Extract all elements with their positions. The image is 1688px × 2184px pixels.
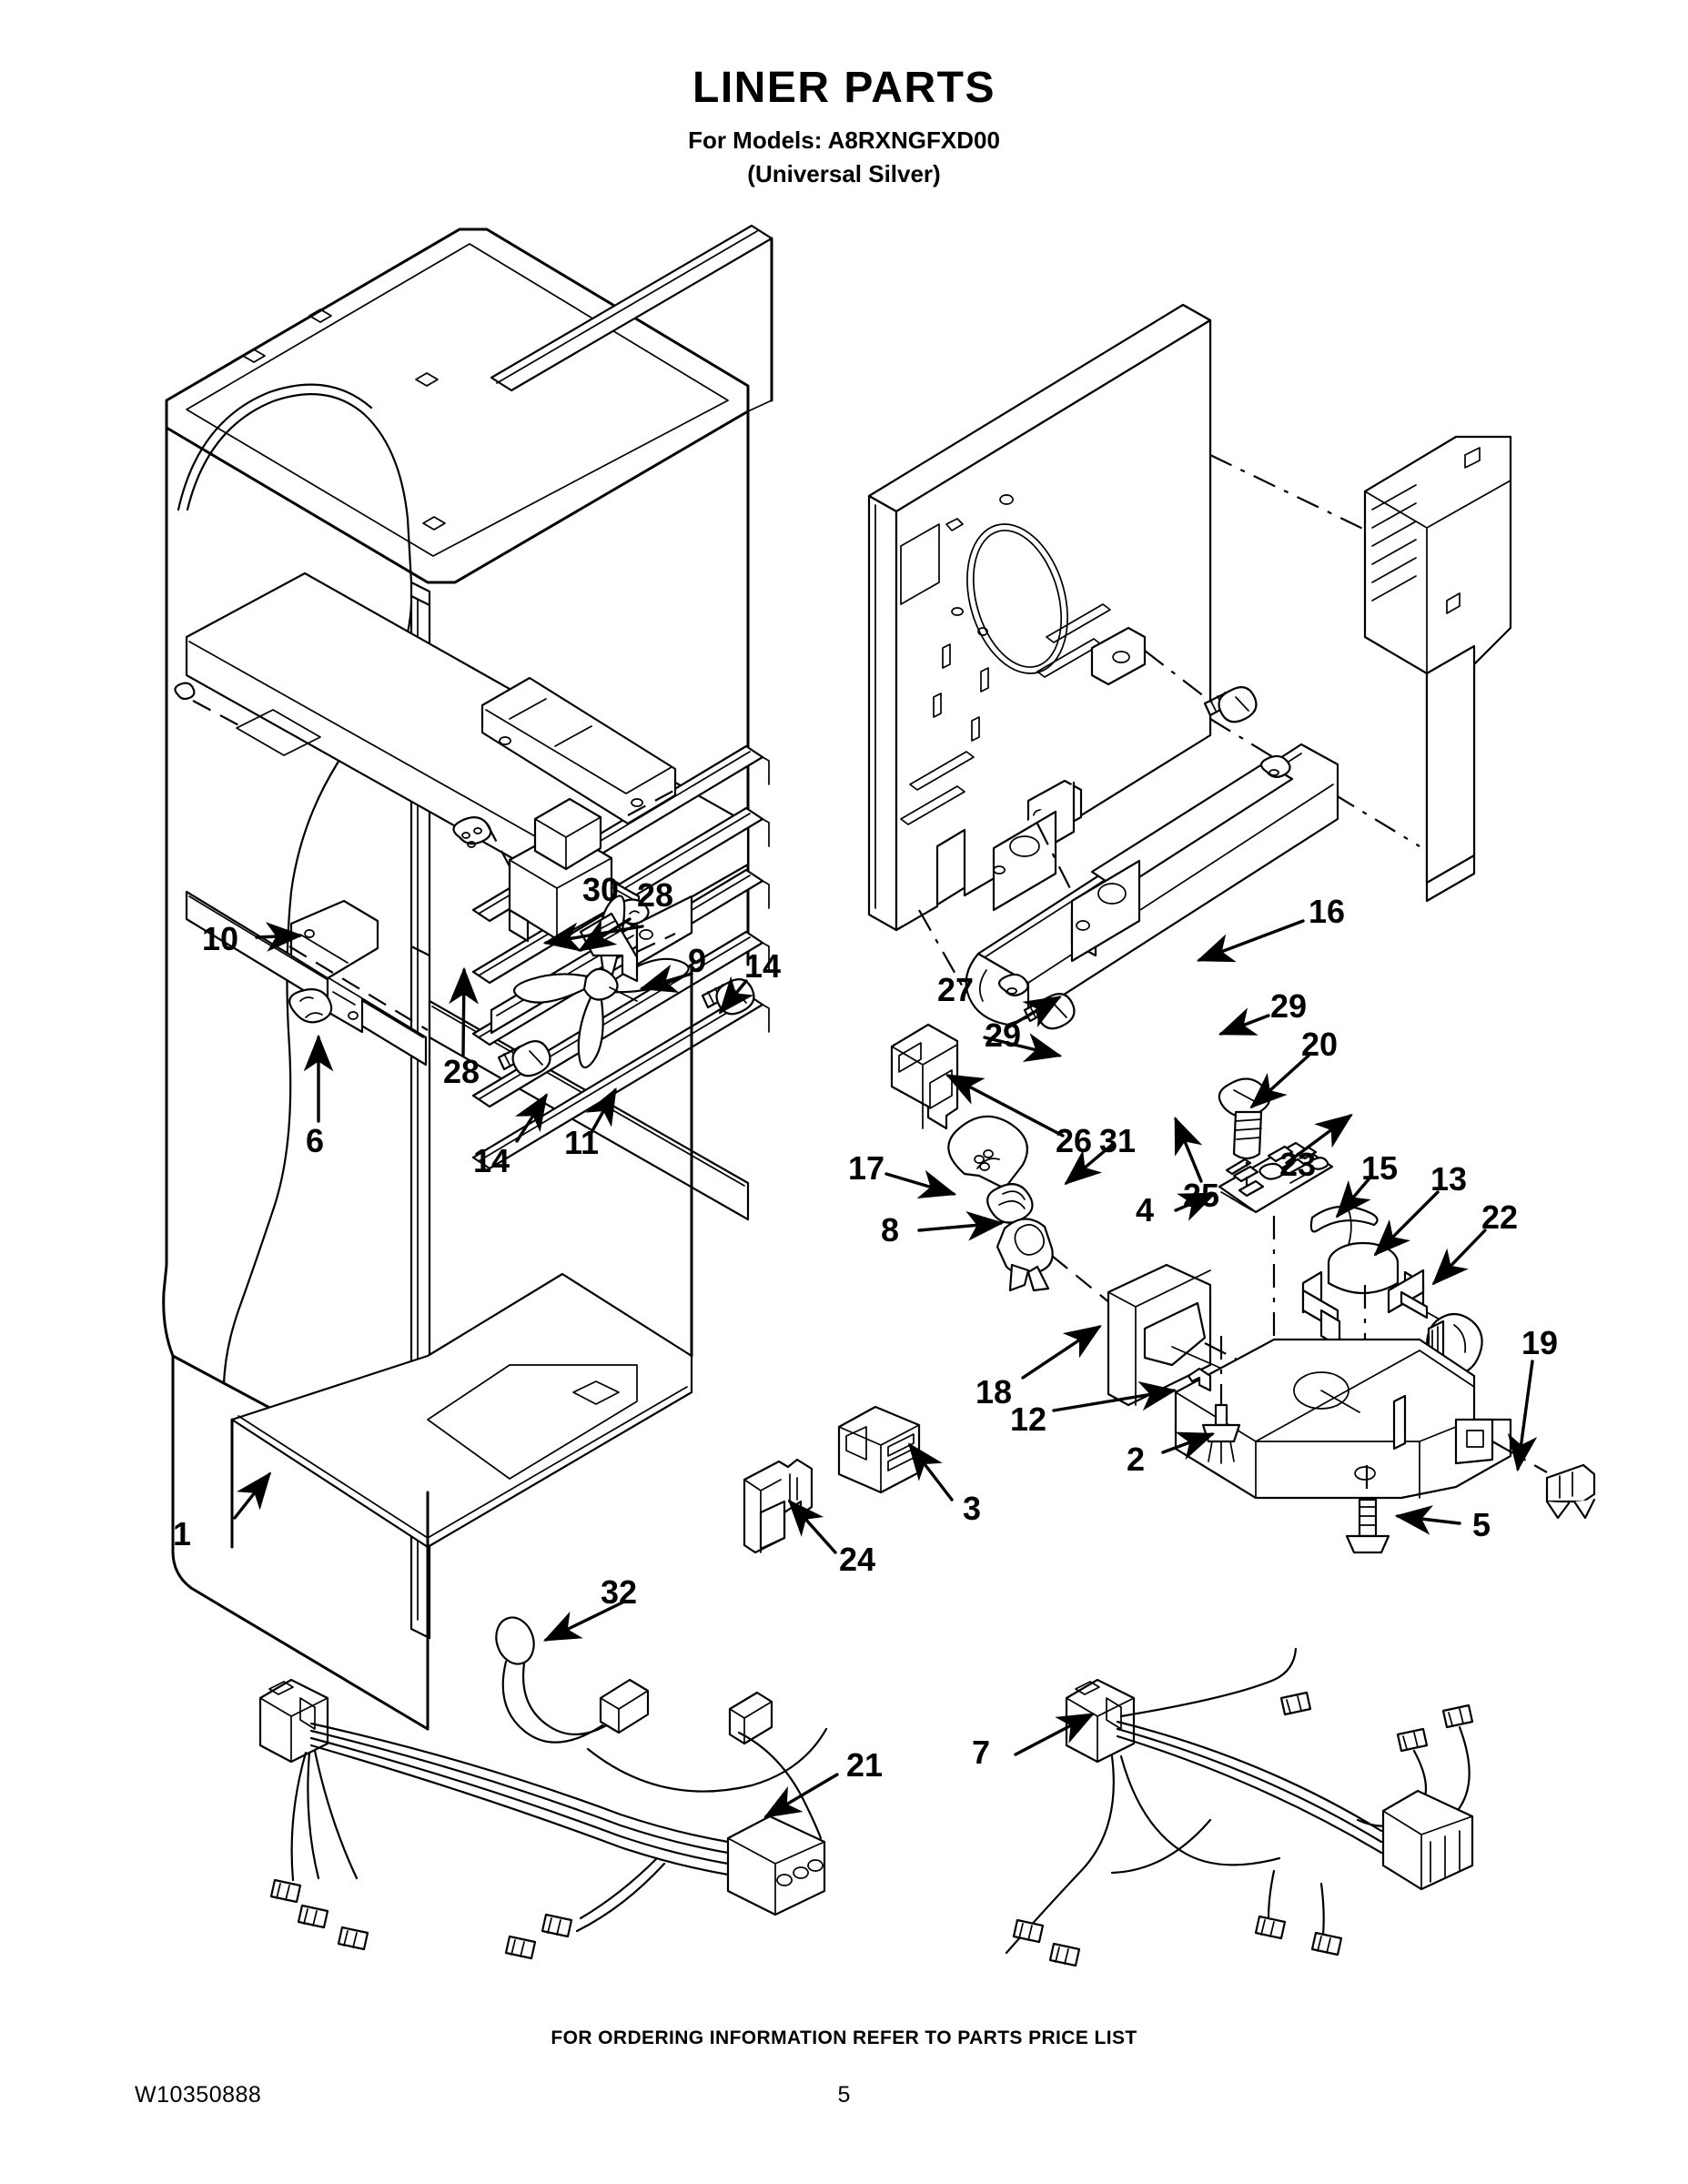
part-3-terminal-block	[837, 1405, 921, 1494]
screw-29-upper	[1203, 686, 1258, 723]
callout-6: 6	[306, 1122, 325, 1159]
callout-3: 3	[963, 1490, 982, 1527]
part-5-hex-screw	[1345, 1498, 1390, 1554]
callout-12: 12	[1010, 1400, 1047, 1438]
ordering-info-note: FOR ORDERING INFORMATION REFER TO PARTS …	[551, 2027, 1137, 2048]
callout-29b: 29	[985, 1016, 1022, 1054]
screw-14-lower	[497, 1040, 551, 1077]
part-12-drain-pan	[1174, 1338, 1512, 1500]
callout-26: 26	[1056, 1122, 1093, 1159]
callout-19: 19	[1521, 1324, 1559, 1361]
callout-13: 13	[1430, 1160, 1468, 1198]
callout-30: 30	[582, 871, 620, 908]
callout-7: 7	[972, 1734, 991, 1771]
part-6-plug-button	[288, 987, 333, 1024]
callout-14b: 14	[473, 1142, 510, 1179]
document-code: W10350888	[135, 2082, 262, 2108]
callout-25: 25	[1183, 1177, 1220, 1214]
leader-lines-right	[542, 919, 1538, 1818]
callout-9: 9	[688, 942, 707, 979]
liner-pin	[174, 682, 245, 729]
callout-31: 31	[1099, 1122, 1137, 1159]
callout-24: 24	[839, 1541, 876, 1578]
callout-28b: 28	[443, 1053, 480, 1090]
callout-28a: 28	[637, 876, 674, 914]
part-24-relay-connector	[743, 1458, 814, 1554]
callout-32: 32	[601, 1573, 638, 1611]
page-number: 5	[837, 2082, 851, 2108]
part-27-mounting-bracket	[1070, 859, 1141, 963]
part-23-duct-cover	[1363, 435, 1512, 903]
callout-8: 8	[881, 1211, 900, 1249]
part-10-rail-bracket	[289, 899, 379, 1034]
callout-4: 4	[1136, 1191, 1155, 1228]
callout-23: 23	[1279, 1146, 1317, 1183]
part-18-lamp-housing	[1107, 1263, 1320, 1407]
callout-29a: 29	[1270, 987, 1308, 1025]
part-17-light-bulb	[947, 1115, 1034, 1224]
callout-27: 27	[937, 971, 975, 1008]
callout-18: 18	[975, 1373, 1013, 1410]
part-19-wire-connector	[1545, 1463, 1596, 1520]
part-21-wire-harness-left	[258, 1616, 828, 1960]
part-8-lamp-socket	[996, 1218, 1111, 1304]
callout-5: 5	[1472, 1506, 1491, 1543]
part-20-mounting-screw	[1218, 1077, 1271, 1160]
callout-2: 2	[1127, 1441, 1146, 1478]
callout-10: 10	[202, 920, 239, 957]
leader-lines-left	[233, 917, 754, 1520]
callout-20: 20	[1301, 1026, 1339, 1063]
callout-22: 22	[1481, 1198, 1519, 1236]
callout-1: 1	[173, 1515, 192, 1552]
callout-16: 16	[1309, 893, 1346, 930]
callout-15: 15	[1361, 1149, 1399, 1187]
part-7-wire-harness-right	[1005, 1647, 1474, 1967]
callout-21: 21	[846, 1746, 884, 1784]
callout-17: 17	[848, 1149, 885, 1187]
callout-14a: 14	[744, 947, 782, 985]
part-16-evaporator-cover	[867, 303, 1212, 932]
callout-11: 11	[564, 1124, 600, 1161]
